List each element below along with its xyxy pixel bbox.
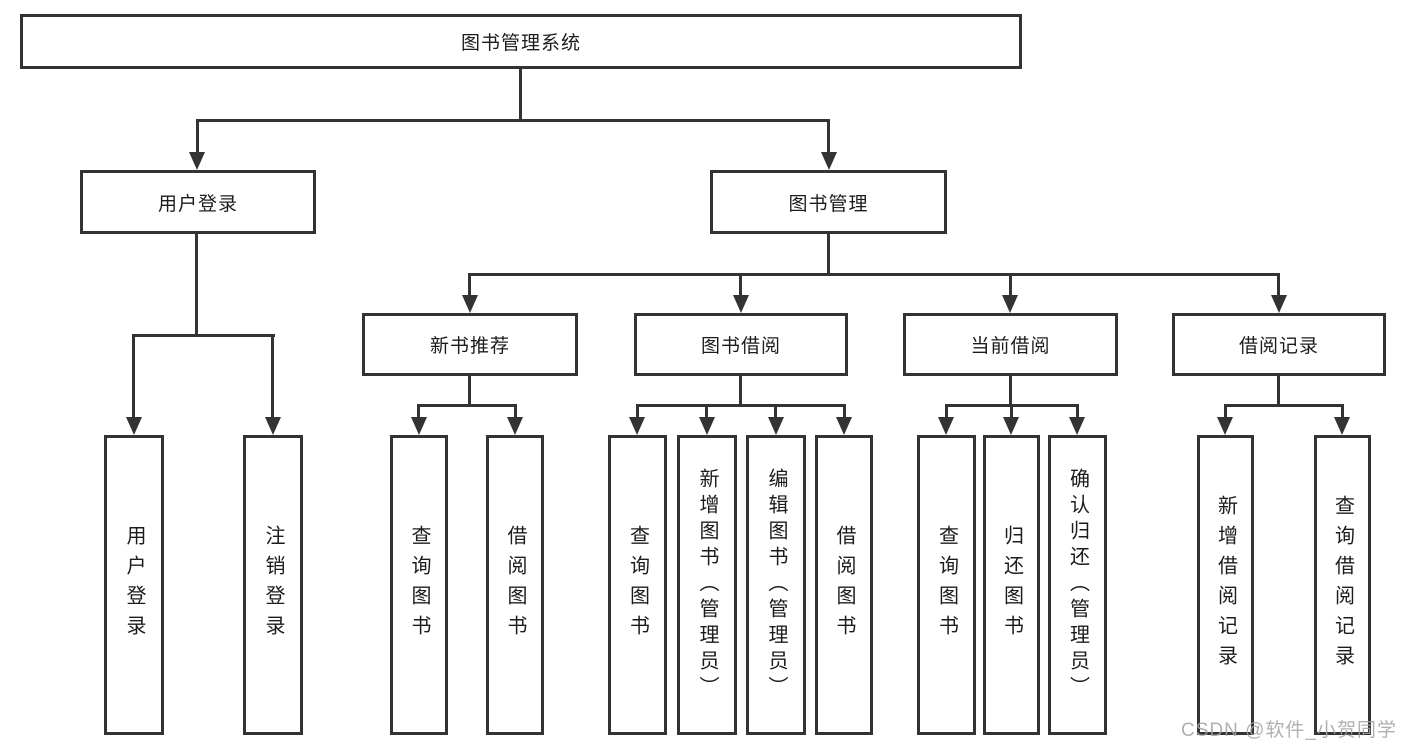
edge-to-borrow	[739, 273, 742, 298]
arrow-down-icon	[462, 295, 478, 313]
arrow-down-icon	[1334, 417, 1350, 435]
edge-records-split	[1224, 404, 1344, 407]
arrow-down-icon	[189, 152, 205, 170]
node-root-label: 图书管理系统	[460, 33, 581, 54]
arrow-down-icon	[1217, 417, 1233, 435]
leaf-label: 归还图书	[1000, 525, 1023, 645]
leaf-label: 用户登录	[123, 525, 145, 645]
edge-to-leaf-login	[132, 334, 135, 419]
leaf-label: 查询借阅记录	[1331, 495, 1354, 675]
edge-level2-split	[468, 273, 1280, 276]
leaf-label: 查询图书	[626, 525, 649, 645]
leaf-label: 新增借阅记录	[1214, 495, 1237, 675]
leaf-label: 确认归还（管理员）	[1066, 468, 1089, 702]
node-new-book-recommend: 新书推荐	[362, 313, 578, 376]
arrow-down-icon	[938, 417, 954, 435]
edge-to-newbook	[468, 273, 471, 298]
edge-level1-split	[196, 119, 830, 122]
edge-leaf	[843, 404, 846, 419]
edge-leaf	[705, 404, 708, 419]
edge-login-stem	[195, 233, 198, 337]
node-leaf-newbook-query: 查询图书	[390, 435, 448, 735]
node-leaf-borrow-borrow: 借阅图书	[815, 435, 873, 735]
arrow-down-icon	[265, 417, 281, 435]
edge-current-stem	[1009, 375, 1012, 406]
arrow-down-icon	[126, 417, 142, 435]
arrow-down-icon	[629, 417, 645, 435]
edge-borrow-split	[636, 404, 846, 407]
arrow-down-icon	[1271, 295, 1287, 313]
arrow-down-icon	[507, 417, 523, 435]
edge-leaf	[636, 404, 639, 419]
edge-to-book-mgmt	[827, 119, 830, 155]
edge-newbook-split	[417, 404, 517, 407]
node-user-login: 用户登录	[80, 170, 316, 234]
edge-leaf	[1341, 404, 1344, 419]
edge-login-split	[132, 334, 275, 337]
arrow-down-icon	[1002, 295, 1018, 313]
edge-leaf	[1010, 404, 1013, 419]
edge-newbook-stem	[468, 375, 471, 406]
node-book-management-label: 图书管理	[788, 193, 869, 215]
node-leaf-records-query: 查询借阅记录	[1314, 435, 1371, 735]
node-leaf-newbook-borrow: 借阅图书	[486, 435, 544, 735]
arrow-down-icon	[1069, 417, 1085, 435]
node-new-book-recommend-label: 新书推荐	[429, 336, 510, 357]
node-borrow-records: 借阅记录	[1172, 313, 1386, 376]
leaf-label: 借阅图书	[833, 525, 855, 645]
leaf-label: 编辑图书（管理员）	[765, 468, 787, 702]
arrow-down-icon	[733, 295, 749, 313]
leaf-label: 查询图书	[935, 525, 958, 645]
node-leaf-user-login: 用户登录	[104, 435, 164, 735]
edge-root-stem	[519, 69, 522, 121]
leaf-label: 借阅图书	[504, 525, 526, 645]
edge-leaf	[774, 404, 777, 419]
node-leaf-current-confirm: 确认归还（管理员）	[1048, 435, 1107, 735]
leaf-label: 新增图书（管理员）	[696, 468, 718, 702]
arrow-down-icon	[768, 417, 784, 435]
node-leaf-borrow-add: 新增图书（管理员）	[677, 435, 737, 735]
arrow-down-icon	[821, 152, 837, 170]
edge-leaf	[945, 404, 948, 419]
leaf-label: 注销登录	[262, 525, 284, 645]
edge-borrow-stem	[739, 375, 742, 406]
node-leaf-borrow-query: 查询图书	[608, 435, 667, 735]
arrow-down-icon	[699, 417, 715, 435]
node-root: 图书管理系统	[20, 14, 1022, 69]
edge-mgmt-stem	[827, 233, 830, 276]
edge-leaf	[514, 404, 517, 419]
node-borrow-records-label: 借阅记录	[1238, 336, 1319, 357]
node-current-borrowing-label: 当前借阅	[970, 336, 1051, 357]
edge-to-leaf-logout	[271, 334, 274, 419]
edge-leaf	[1224, 404, 1227, 419]
node-book-management: 图书管理	[710, 170, 947, 234]
csdn-watermark: CSDN @软件_小贺同学	[1181, 720, 1397, 741]
edge-leaf	[1076, 404, 1079, 419]
edge-to-user-login	[196, 119, 199, 155]
edge-to-current	[1009, 273, 1012, 298]
node-leaf-borrow-edit: 编辑图书（管理员）	[746, 435, 806, 735]
node-leaf-logout: 注销登录	[243, 435, 303, 735]
arrow-down-icon	[1003, 417, 1019, 435]
node-book-borrowing: 图书借阅	[634, 313, 848, 376]
node-leaf-current-query: 查询图书	[917, 435, 976, 735]
edge-leaf	[417, 404, 420, 419]
leaf-label: 查询图书	[408, 525, 430, 645]
arrow-down-icon	[836, 417, 852, 435]
node-leaf-records-add: 新增借阅记录	[1197, 435, 1254, 735]
edge-records-stem	[1277, 375, 1280, 406]
node-user-login-label: 用户登录	[157, 193, 238, 215]
node-book-borrowing-label: 图书借阅	[700, 336, 781, 357]
arrow-down-icon	[411, 417, 427, 435]
node-leaf-current-return: 归还图书	[983, 435, 1040, 735]
node-current-borrowing: 当前借阅	[903, 313, 1118, 376]
edge-to-records	[1277, 273, 1280, 298]
